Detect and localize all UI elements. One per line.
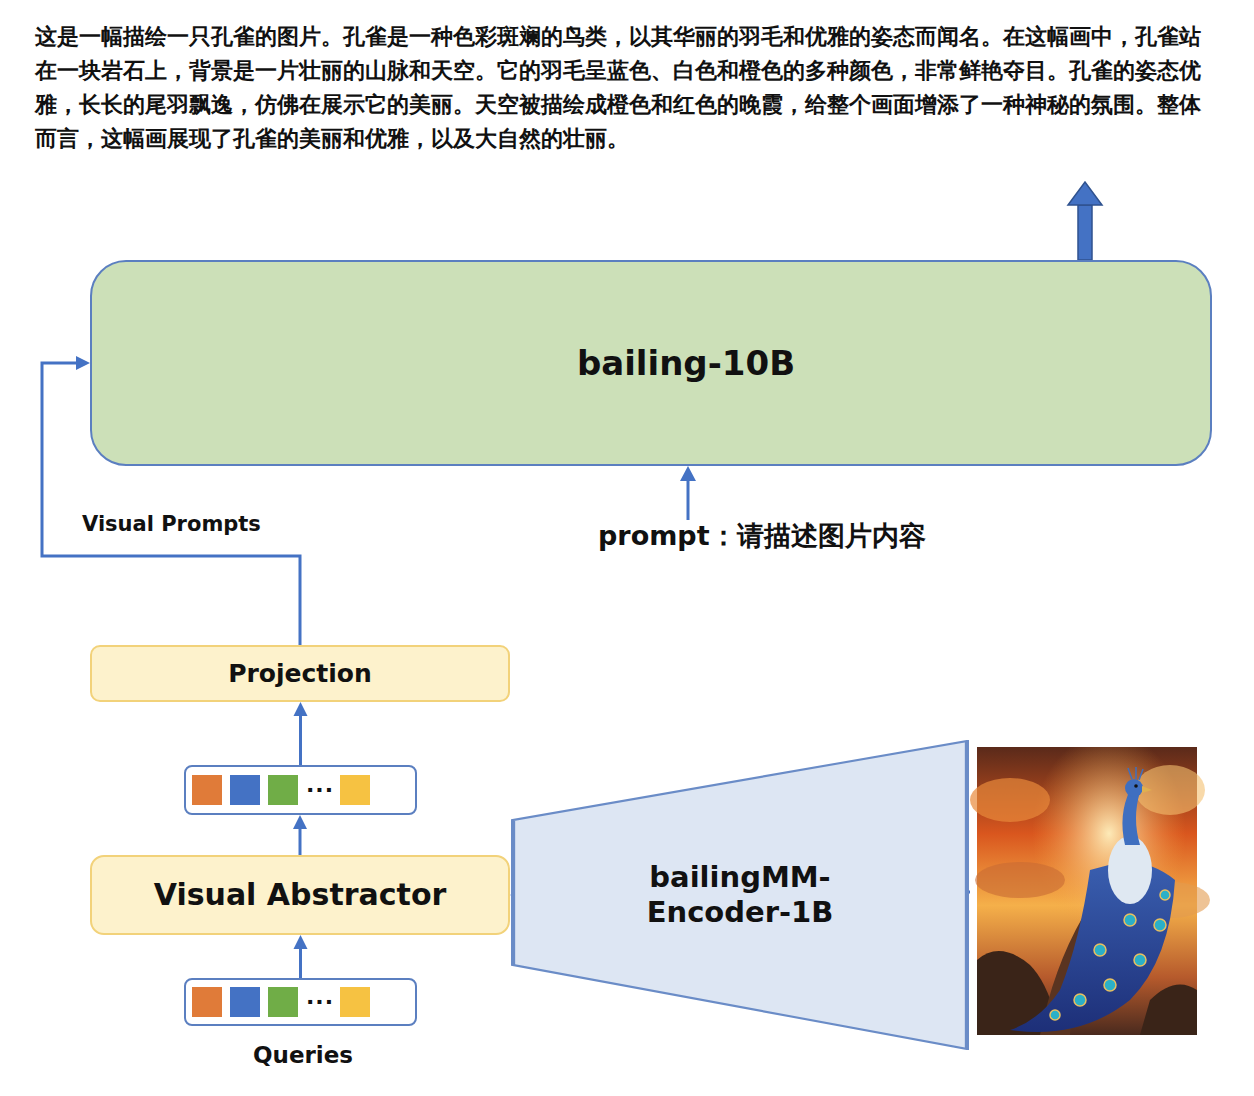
token-square <box>268 987 298 1017</box>
token-square <box>340 987 370 1017</box>
token-square <box>230 775 260 805</box>
token-square <box>192 775 222 805</box>
encoder-trapezoid: bailingMM- Encoder-1B <box>511 740 969 1050</box>
prompt-arrow <box>680 466 696 520</box>
node-label: bailing-10B <box>577 343 795 384</box>
edge-caption: Visual Prompts <box>82 510 322 538</box>
token-row: ··· <box>184 765 417 815</box>
token-square <box>192 987 222 1017</box>
node-label: Projection <box>228 659 372 689</box>
token-square <box>230 987 260 1017</box>
arrowhead <box>294 702 308 716</box>
output-arrow <box>1068 182 1102 260</box>
token-square <box>340 775 370 805</box>
node-label: bailingMM- Encoder-1B <box>645 860 835 930</box>
peacock-image <box>970 747 1210 1035</box>
arrowhead <box>294 935 308 949</box>
connector <box>294 935 308 978</box>
connector <box>294 702 308 765</box>
ellipsis: ··· <box>306 989 334 1015</box>
connector-line <box>299 827 302 855</box>
token-square <box>268 775 298 805</box>
abstractor-box: Visual Abstractor <box>90 855 510 935</box>
output-text: 这是一幅描绘一只孔雀的图片。孔雀是一种色彩斑斓的鸟类，以其华丽的羽毛和优雅的姿态… <box>35 20 1213 156</box>
connector-line <box>299 947 302 978</box>
projection-box: Projection <box>90 645 510 702</box>
connector <box>293 815 307 855</box>
queries-label: Queries <box>203 1040 403 1070</box>
llm-box: bailing-10B <box>90 260 1212 466</box>
token-row: ··· <box>184 978 417 1026</box>
arrowhead <box>293 815 307 829</box>
prompt-label: prompt：请描述图片内容 <box>598 518 1018 554</box>
ellipsis: ··· <box>306 777 334 803</box>
arrowhead <box>76 356 90 370</box>
connector-line <box>299 714 302 765</box>
node-label: Visual Abstractor <box>154 877 447 913</box>
